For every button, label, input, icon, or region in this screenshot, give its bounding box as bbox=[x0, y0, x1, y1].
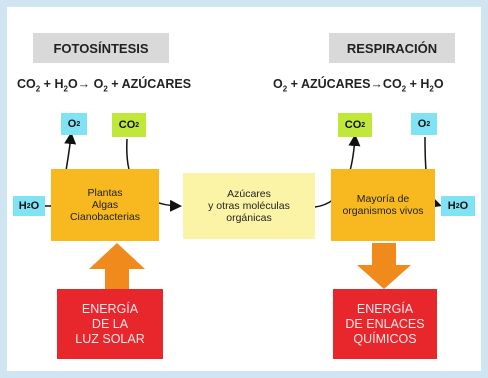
header-respiration: RESPIRACIÓN bbox=[329, 33, 455, 63]
box-producers: Plantas Algas Cianobacterias bbox=[51, 169, 159, 241]
equation-photosynthesis: CO2 + H2O→ O2 + AZÚCARES bbox=[17, 77, 192, 94]
box-solar-energy: ENERGÍA DE LA LUZ SOLAR bbox=[57, 289, 163, 359]
box-chemical-energy: ENERGÍA DE ENLACES QUÍMICOS bbox=[333, 289, 437, 359]
arrow-chemical-energy bbox=[357, 243, 411, 289]
header-photosynthesis: FOTOSÍNTESIS bbox=[33, 33, 169, 63]
equation-respiration: O2 + AZÚCARES→CO2 + H2O bbox=[273, 77, 444, 94]
diagram-canvas: FOTOSÍNTESIS RESPIRACIÓN CO2 + H2O→ O2 +… bbox=[7, 7, 481, 371]
arrow-solar-energy bbox=[89, 243, 145, 289]
box-consumers: Mayoría de organismos vivos bbox=[331, 169, 435, 241]
box-organic-molecules: Azúcares y otras moléculas orgánicas bbox=[183, 173, 315, 239]
